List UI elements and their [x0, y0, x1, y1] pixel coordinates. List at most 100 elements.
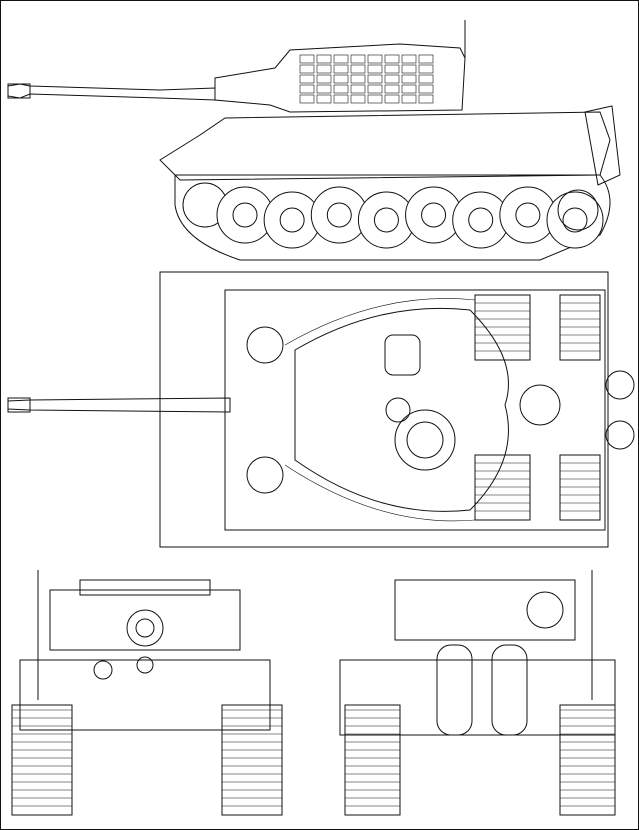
track-link	[299, 54, 315, 64]
track-link	[299, 84, 315, 94]
commander-cupola	[394, 409, 456, 471]
track-link	[350, 64, 366, 74]
track-link	[316, 94, 332, 104]
gun-barrel-top	[7, 397, 231, 413]
track-link	[333, 64, 349, 74]
turret	[214, 43, 466, 113]
track-link	[299, 94, 315, 104]
gun-barrel	[7, 83, 216, 101]
deck	[224, 289, 606, 531]
track-link	[333, 84, 349, 94]
track-link	[367, 84, 383, 94]
track-link	[418, 54, 434, 64]
front-turret-roof	[79, 579, 211, 596]
radiator-grille-left-2	[474, 454, 531, 521]
track-link	[316, 64, 332, 74]
top-view	[7, 271, 635, 548]
track-link	[299, 74, 315, 84]
track-link	[401, 64, 417, 74]
rear-track-links	[345, 709, 615, 807]
rear-view	[339, 570, 616, 816]
exhaust-right	[491, 644, 528, 736]
rear-hull	[339, 659, 616, 736]
front-track-right	[221, 704, 283, 816]
track-link	[401, 54, 417, 64]
muzzle-brake-top	[7, 397, 31, 413]
track-link	[401, 74, 417, 84]
turret-track-links	[284, 298, 476, 522]
front-hull	[19, 659, 271, 731]
track-link	[384, 64, 400, 74]
track-link	[367, 64, 383, 74]
vent	[385, 397, 411, 423]
track-link	[384, 84, 400, 94]
engine-hatch	[519, 384, 561, 426]
mantlet	[126, 609, 164, 647]
loader-hatch	[384, 334, 421, 376]
barrel-front	[135, 618, 155, 638]
muzzle-brake	[7, 83, 31, 99]
exhaust-left	[436, 644, 473, 736]
wheel-hub	[373, 207, 399, 233]
track-link	[418, 64, 434, 74]
track-link	[299, 64, 315, 74]
track-link	[384, 54, 400, 64]
track-link	[384, 74, 400, 84]
track-link	[401, 84, 417, 94]
stowage-bin	[526, 591, 564, 629]
idler-wheel-bottom	[605, 420, 635, 450]
track-link	[401, 94, 417, 104]
track-link	[418, 94, 434, 104]
front-track-left	[11, 704, 73, 816]
radiator-grille-right-2	[559, 454, 601, 521]
track-link	[333, 54, 349, 64]
idler-wheel-top	[605, 370, 635, 400]
track-link	[350, 54, 366, 64]
side-view	[7, 20, 621, 261]
driver-visor	[93, 660, 113, 680]
grille-lines	[475, 302, 600, 512]
rear-turret	[394, 579, 576, 641]
hull	[159, 111, 611, 181]
wheel-hub	[515, 202, 541, 228]
track-link	[333, 74, 349, 84]
wheel-hub	[468, 207, 494, 233]
rear-track-left	[344, 704, 401, 816]
cupola-inner	[406, 421, 444, 459]
wheel-hub	[562, 207, 588, 233]
track-link	[316, 74, 332, 84]
front-view	[11, 570, 283, 816]
driver-hatch	[246, 326, 284, 364]
front-turret	[49, 589, 241, 651]
track-link	[367, 74, 383, 84]
track-link	[367, 54, 383, 64]
rear-mudguard	[584, 105, 621, 186]
track-outline	[174, 174, 611, 261]
wheel-hub	[421, 202, 447, 228]
road-wheel	[546, 191, 604, 249]
radiator-grille-left	[474, 294, 531, 361]
rear-track-right	[559, 704, 616, 816]
wheel-hub	[279, 207, 305, 233]
headlight	[136, 656, 154, 674]
track-link	[333, 94, 349, 104]
track-link	[350, 94, 366, 104]
track-link	[418, 84, 434, 94]
wheel-hub	[232, 202, 258, 228]
track-link	[316, 84, 332, 94]
track-link	[384, 94, 400, 104]
idler-wheel	[557, 189, 599, 231]
road-wheels	[182, 182, 604, 249]
track-link	[316, 54, 332, 64]
track-link	[418, 74, 434, 84]
track-link	[367, 94, 383, 104]
hull-top	[159, 271, 609, 548]
turret-top	[294, 307, 509, 512]
track-link	[350, 84, 366, 94]
front-track-links	[12, 709, 282, 807]
spare-track-links	[299, 54, 434, 104]
wheel-hub	[326, 202, 352, 228]
radio-hatch	[246, 456, 284, 494]
